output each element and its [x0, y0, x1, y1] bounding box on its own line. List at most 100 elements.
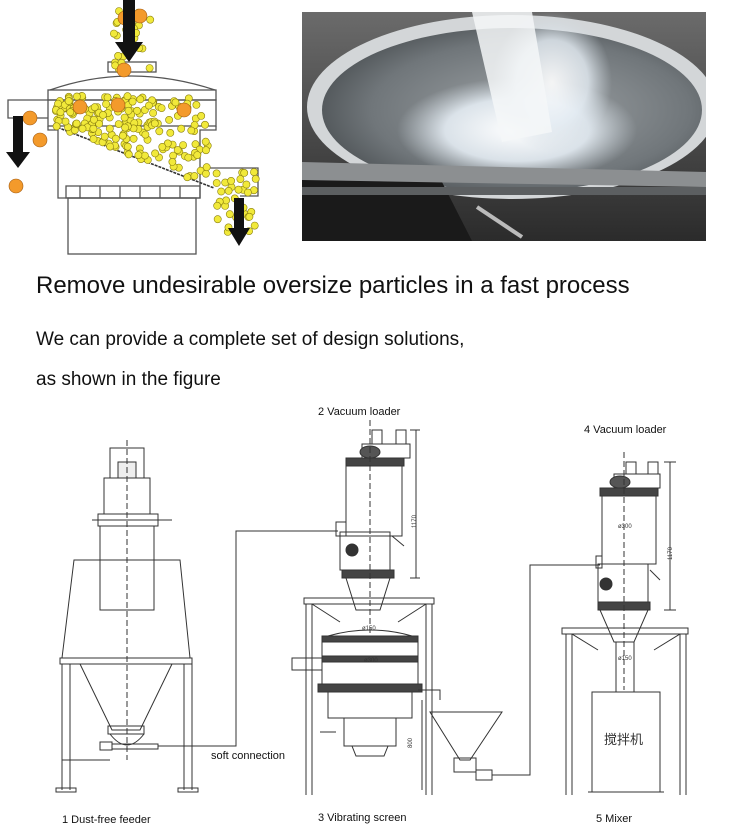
particle [197, 112, 206, 120]
particle [171, 98, 180, 107]
particle [22, 110, 38, 126]
particle [212, 179, 221, 187]
label-soft-connection: soft connection [211, 750, 285, 762]
particle [201, 169, 210, 178]
particle [72, 119, 81, 128]
particle [78, 124, 87, 133]
particle [242, 180, 251, 189]
particle [157, 104, 166, 112]
label-dust-free-feeder: 1 Dust-free feeder [62, 814, 151, 826]
particle [190, 172, 199, 180]
solution-text-line-2: as shown in the figure [36, 369, 221, 390]
dust-free-feeder-drawing [55, 440, 199, 793]
particle [158, 142, 167, 151]
particle [192, 101, 201, 109]
particle [166, 128, 175, 137]
particle [136, 95, 145, 104]
mixer-drawing [588, 641, 664, 793]
particle [73, 92, 81, 101]
dim-1170-a: 1170 [412, 514, 418, 528]
particle [124, 106, 133, 115]
dim-800: 800 [408, 737, 414, 748]
particle [124, 150, 133, 159]
particle [213, 201, 222, 210]
particle [103, 93, 112, 102]
particle [140, 151, 149, 160]
particle [155, 127, 164, 136]
particle [213, 215, 222, 224]
particle [132, 8, 148, 24]
particle [212, 169, 221, 178]
particle [129, 134, 138, 143]
particle [202, 146, 210, 155]
particle [145, 64, 154, 72]
particle [224, 186, 233, 195]
particle [128, 97, 137, 106]
particle [52, 122, 61, 131]
sieve-schematic [6, 0, 260, 255]
particle [222, 196, 230, 205]
particle [193, 151, 202, 159]
particle [61, 117, 70, 126]
particle [89, 124, 98, 133]
particle [111, 134, 120, 143]
particle [176, 102, 192, 118]
particle [217, 187, 226, 196]
dim-1170-b: 1170 [668, 546, 674, 560]
particle [227, 176, 235, 185]
mixer-chinese-label: 搅拌机 [604, 732, 643, 748]
particle [105, 124, 114, 133]
particle [64, 97, 73, 105]
particle [90, 103, 99, 112]
label-vacuum-loader-2: 2 Vacuum loader [318, 406, 401, 418]
particle [236, 175, 245, 183]
particle [110, 97, 126, 113]
particle [90, 115, 98, 124]
particle [225, 210, 234, 219]
particle [123, 142, 132, 151]
particle [72, 99, 88, 115]
particle [134, 151, 143, 159]
particle [149, 109, 157, 117]
label-mixer: 5 Mixer [596, 813, 633, 825]
particle [173, 146, 182, 154]
vacuum-loader-4-drawing [561, 452, 689, 795]
phi-150-b: ø150 [618, 656, 632, 662]
particle [251, 174, 260, 183]
vacuum-loader-2-drawing [303, 420, 435, 795]
particle [184, 153, 193, 162]
particle [116, 62, 132, 78]
particle [120, 113, 129, 122]
particle [123, 92, 132, 101]
particle [163, 139, 172, 148]
vibrating-screen-drawing [291, 629, 441, 790]
particle [202, 163, 211, 172]
particle [234, 185, 243, 194]
particle [114, 120, 123, 128]
label-vibrating-screen: 3 Vibrating screen [318, 812, 407, 824]
particle [187, 126, 196, 135]
particle [240, 168, 249, 177]
particle [243, 188, 252, 197]
particle [150, 119, 159, 128]
particle [102, 100, 110, 108]
particle [32, 132, 48, 148]
particle [141, 130, 150, 139]
process-layout-drawing: 1170 1170 800 ø150 ø300 ø300 ø150 搅拌机 [55, 420, 689, 795]
particle [151, 149, 159, 158]
particle [250, 221, 259, 230]
particle [56, 108, 65, 117]
particle [201, 137, 210, 146]
particle [121, 123, 129, 132]
particle [168, 157, 177, 166]
particle [191, 140, 200, 149]
particle [165, 116, 173, 124]
particle [114, 52, 122, 60]
particle [144, 101, 153, 110]
particle [133, 106, 141, 115]
particle [100, 132, 109, 141]
particle [95, 119, 103, 128]
particle [110, 29, 118, 38]
particle [66, 108, 75, 117]
phi-300-a: ø300 [364, 658, 378, 664]
